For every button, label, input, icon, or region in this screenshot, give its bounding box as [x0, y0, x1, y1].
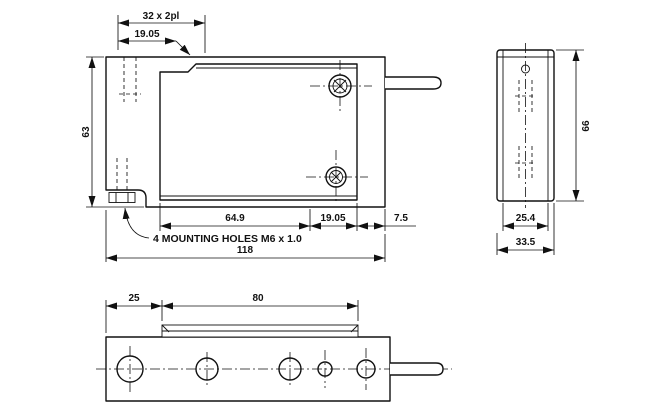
dim-label-7.5: 7.5 [394, 213, 408, 224]
dim-label-80: 80 [252, 293, 264, 304]
dim-label-33.5: 33.5 [516, 237, 536, 248]
lower-screw [325, 166, 347, 188]
front-view-hidden-hole-lines [116, 57, 141, 192]
mounting-note-leader [122, 207, 150, 239]
side-view-dimensions: 66 25.4 33.5 [496, 49, 592, 255]
front-body-outline [105, 56, 386, 208]
screw-hole-small [317, 361, 333, 377]
dim-label-25.4: 25.4 [516, 213, 536, 224]
relief-hole-1 [195, 357, 219, 381]
side-top-hole [521, 64, 530, 74]
cable-front [385, 76, 442, 90]
dim-label-66: 66 [581, 120, 592, 132]
top-view-holes [116, 355, 376, 383]
top-cover-plate [161, 324, 359, 338]
dim-label-19.05-bottom: 19.05 [320, 213, 345, 224]
mounting-holes-note: 4 MOUNTING HOLES M6 x 1.0 [153, 233, 302, 245]
cable-top [390, 362, 444, 376]
dim-label-118: 118 [237, 245, 254, 256]
dim-label-64.9: 64.9 [225, 213, 245, 224]
side-body-outline [496, 49, 555, 202]
dim-label-32x2pl: 32 x 2pl [143, 11, 180, 22]
top-view: 25 80 [96, 293, 452, 402]
dim-label-19.05-top: 19.05 [134, 29, 159, 40]
dim-label-63: 63 [81, 126, 92, 138]
front-view: 32 x 2pl 19.05 63 64.9 19.05 7.5 [81, 11, 442, 262]
top-view-dimensions: 25 80 [105, 293, 359, 333]
front-view-dimensions: 32 x 2pl 19.05 63 64.9 19.05 7.5 [81, 11, 416, 262]
side-view: 66 25.4 33.5 [496, 43, 592, 255]
end-mounting-hole [116, 355, 144, 383]
load-hole [356, 359, 376, 379]
front-pocket-outline [159, 63, 358, 201]
side-view-hidden-holes [515, 80, 536, 180]
relief-hole-2 [278, 357, 302, 381]
upper-screw [328, 74, 352, 98]
mounting-bolt [108, 192, 136, 203]
dim-label-25: 25 [128, 293, 140, 304]
